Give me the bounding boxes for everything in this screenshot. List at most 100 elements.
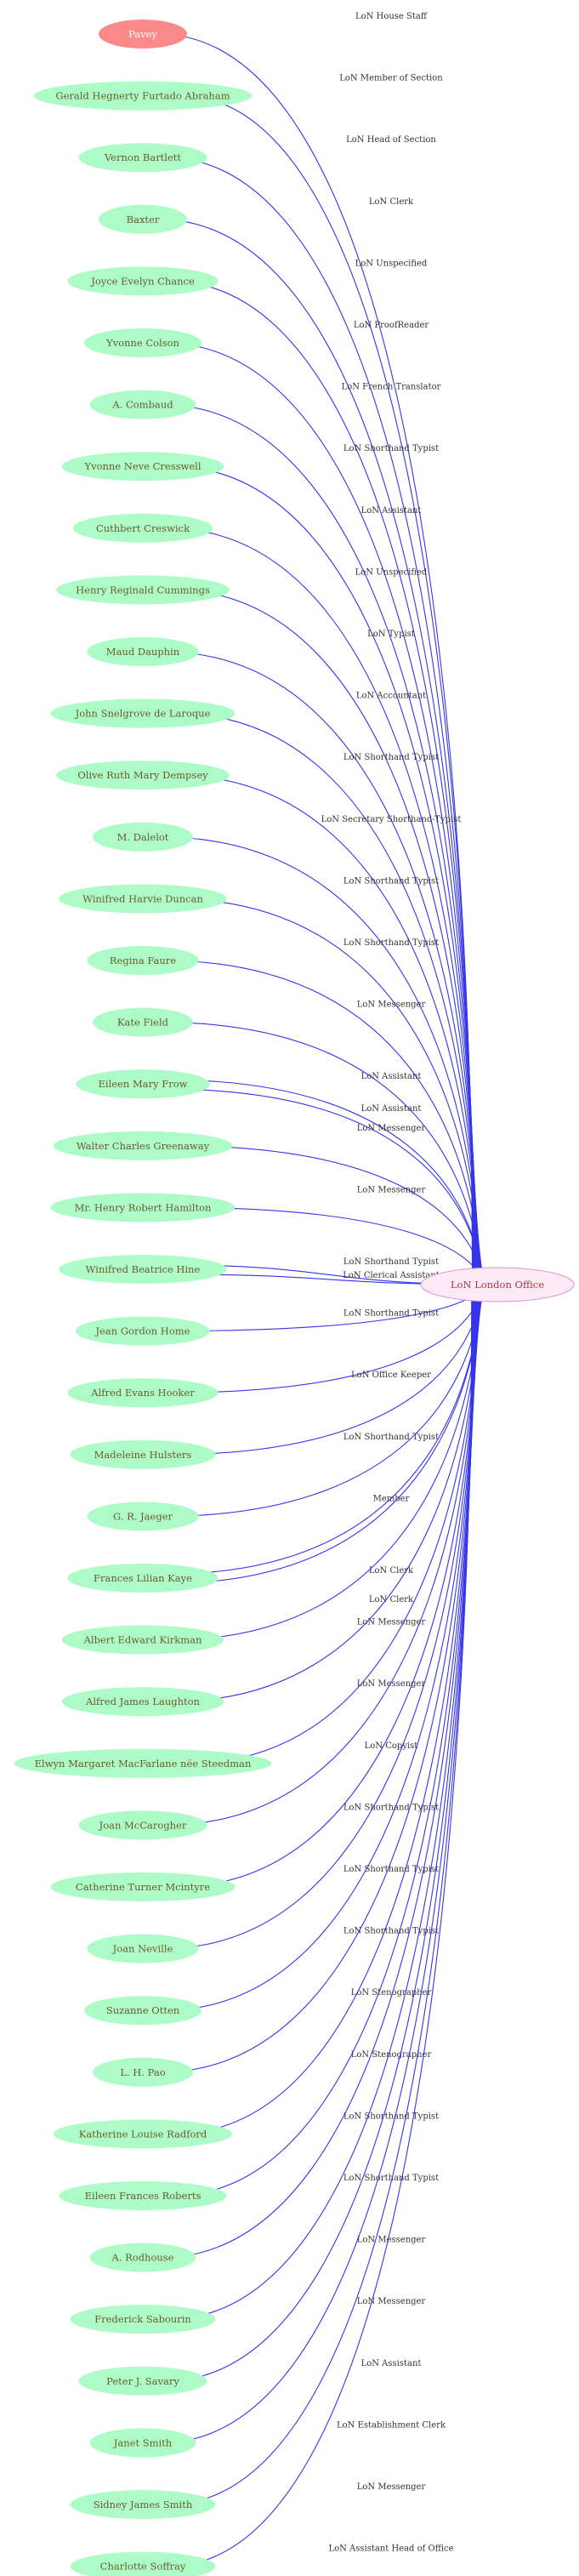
- edge-label-john-snelgrove-de-laroque: LoN Accountant: [356, 692, 426, 701]
- edge-henry-reginald-cummings: [173, 589, 482, 1280]
- node-label-maud-dauphin: Maud Dauphin: [106, 646, 180, 658]
- node-shape-pavey: [99, 20, 187, 48]
- node-label-eileen-mary-frow: Eileen Mary Frow: [99, 1078, 188, 1090]
- node-charlotte-soffray[interactable]: Charlotte Soffray: [70, 2551, 216, 2576]
- node-shape-cuthbert-creswick: [72, 513, 213, 543]
- node-label-joan-mccarogher: Joan McCarogher: [99, 1819, 187, 1831]
- node-alfred-evans-hooker[interactable]: Alfred Evans Hooker: [67, 1378, 219, 1408]
- node-label-john-snelgrove-de-laroque: John Snelgrove de Laroque: [75, 708, 211, 720]
- node-vernon-bartlett[interactable]: Vernon Bartlett: [78, 143, 207, 173]
- edge-sidney-james-smith: [167, 1293, 476, 2505]
- node-label-katherine-louise-radford: Katherine Louise Radford: [79, 2128, 207, 2140]
- node-janet-smith[interactable]: Janet Smith: [89, 2428, 196, 2458]
- node-regina-faure[interactable]: Regina Faure: [87, 946, 199, 975]
- node-eileen-frances-roberts[interactable]: Eileen Frances Roberts: [59, 2181, 227, 2210]
- node-label-yvonne-neve-cresswell: Yvonne Neve Cresswell: [83, 460, 201, 472]
- node-eileen-mary-frow[interactable]: Eileen Mary Frow: [76, 1069, 210, 1099]
- node-maud-dauphin[interactable]: Maud Dauphin: [87, 637, 199, 666]
- node-label-l-h-pao: L. H. Pao: [120, 2066, 165, 2078]
- node-shape-winifred-harvie-duncan: [59, 884, 227, 914]
- node-suzanne-otten[interactable]: Suzanne Otten: [84, 1996, 202, 2026]
- node-g-r-jaeger[interactable]: G. R. Jaeger: [87, 1502, 199, 1531]
- edge-label-kate-field: LoN Messenger: [357, 1000, 426, 1010]
- node-joan-mccarogher[interactable]: Joan McCarogher: [78, 1810, 207, 1840]
- node-a-rodhouse[interactable]: A. Rodhouse: [89, 2243, 196, 2272]
- node-mr-henry-robert-hamilton[interactable]: Mr. Henry Robert Hamilton: [50, 1193, 236, 1222]
- node-jean-gordon-home[interactable]: Jean Gordon Home: [76, 1316, 210, 1346]
- node-label-a-rodhouse: A. Rodhouse: [111, 2252, 173, 2264]
- node-shape-katherine-louise-radford: [53, 2119, 233, 2149]
- node-elwyn-margaret-macfarlane-n-e-steedman[interactable]: Elwyn Margaret MacFarlane née Steedman: [14, 1748, 272, 1778]
- edge-label-alfred-james-laughton: LoN Messenger: [357, 1679, 426, 1689]
- node-label-henry-reginald-cummings: Henry Reginald Cummings: [76, 584, 210, 596]
- node-shape-kate-field: [93, 1007, 193, 1037]
- node-sidney-james-smith[interactable]: Sidney James Smith: [70, 2490, 216, 2519]
- node-label-alfred-evans-hooker: Alfred Evans Hooker: [90, 1387, 195, 1399]
- node-label-vernon-bartlett: Vernon Bartlett: [104, 151, 181, 163]
- node-label-peter-j-savary: Peter J. Savary: [106, 2375, 179, 2387]
- node-a-combaud[interactable]: A. Combaud: [89, 390, 196, 419]
- node-catherine-turner-mcintyre[interactable]: Catherine Turner Mcintyre: [50, 1872, 236, 1901]
- node-frances-lilian-kaye[interactable]: Frances Lilian Kaye: [67, 1564, 219, 1593]
- node-pavey[interactable]: Pavey: [99, 20, 187, 48]
- node-albert-edward-kirkman[interactable]: Albert Edward Kirkman: [61, 1625, 224, 1655]
- node-shape-g-r-jaeger: [87, 1502, 199, 1531]
- edge-label-a-rodhouse: LoN Messenger: [357, 2236, 426, 2245]
- node-label-m-dalelot: M. Dalelot: [117, 831, 169, 843]
- node-gerald-hegnerty-furtado-abraham[interactable]: Gerald Hegnerty Furtado Abraham: [33, 81, 253, 111]
- node-shape-henry-reginald-cummings: [56, 575, 230, 605]
- node-label-mr-henry-robert-hamilton: Mr. Henry Robert Hamilton: [75, 1201, 212, 1213]
- node-frederick-sabourin[interactable]: Frederick Sabourin: [70, 2305, 216, 2334]
- node-label-joan-neville: Joan Neville: [112, 1943, 173, 1955]
- node-john-snelgrove-de-laroque[interactable]: John Snelgrove de Laroque: [50, 698, 236, 728]
- node-shape-peter-j-savary: [78, 2366, 207, 2396]
- edge-l-h-pao: [160, 1290, 480, 2073]
- node-label-regina-faure: Regina Faure: [110, 955, 176, 966]
- node-label-yvonne-colson: Yvonne Colson: [105, 337, 180, 349]
- node-cuthbert-creswick[interactable]: Cuthbert Creswick: [72, 513, 213, 543]
- edge-label-walter-charles-greenaway: LoN Messenger: [357, 1124, 426, 1133]
- node-shape-eileen-frances-roberts: [59, 2181, 227, 2210]
- node-katherine-louise-radford[interactable]: Katherine Louise Radford: [53, 2119, 233, 2149]
- node-yvonne-colson[interactable]: Yvonne Colson: [84, 328, 202, 357]
- node-henry-reginald-cummings[interactable]: Henry Reginald Cummings: [56, 575, 230, 605]
- node-label-albert-edward-kirkman: Albert Edward Kirkman: [83, 1634, 202, 1646]
- edge-eileen-mary-frow-1: [166, 1079, 487, 1284]
- edge-label-elwyn-margaret-macfarlane-n-e-steedman: LoN Copyist: [365, 1741, 418, 1751]
- target-node-label: LoN London Office: [451, 1279, 544, 1291]
- node-shape-baxter: [99, 204, 187, 234]
- node-joan-neville[interactable]: Joan Neville: [87, 1934, 199, 1963]
- node-l-h-pao[interactable]: L. H. Pao: [93, 2057, 193, 2087]
- edge-baxter: [158, 219, 478, 1277]
- node-joyce-evelyn-chance[interactable]: Joyce Evelyn Chance: [67, 266, 219, 296]
- edge-label-regina-faure: LoN Shorthand Typist: [343, 938, 439, 948]
- edge-elwyn-margaret-macfarlane-n-e-steedman: [187, 1287, 484, 1764]
- node-label-joyce-evelyn-chance: Joyce Evelyn Chance: [90, 275, 195, 287]
- edge-label-frances-lilian-kaye-2: LoN Clerk: [369, 1595, 414, 1604]
- node-yvonne-neve-cresswell[interactable]: Yvonne Neve Cresswell: [61, 452, 224, 482]
- node-label-charlotte-soffray: Charlotte Soffray: [100, 2561, 186, 2573]
- node-shape-olive-ruth-mary-dempsey: [56, 761, 230, 790]
- node-winifred-harvie-duncan[interactable]: Winifred Harvie Duncan: [59, 884, 227, 914]
- node-label-pavey: Pavey: [128, 28, 157, 40]
- node-peter-j-savary[interactable]: Peter J. Savary: [78, 2366, 207, 2396]
- node-alfred-james-laughton[interactable]: Alfred James Laughton: [61, 1687, 224, 1717]
- node-label-frederick-sabourin: Frederick Sabourin: [94, 2313, 191, 2325]
- node-baxter[interactable]: Baxter: [99, 204, 187, 234]
- node-shape-joan-mccarogher: [78, 1810, 207, 1840]
- node-m-dalelot[interactable]: M. Dalelot: [93, 822, 193, 852]
- node-shape-alfred-james-laughton: [61, 1687, 224, 1717]
- node-walter-charles-greenaway[interactable]: Walter Charles Greenaway: [53, 1131, 233, 1160]
- node-madeleine-hulsters[interactable]: Madeleine Hulsters: [70, 1439, 216, 1469]
- target-node[interactable]: LoN London Office: [420, 1267, 575, 1302]
- node-kate-field[interactable]: Kate Field: [93, 1007, 193, 1037]
- edge-eileen-frances-roberts: [172, 1291, 480, 2197]
- node-winifred-beatrice-hine[interactable]: Winifred Beatrice Hine: [59, 1255, 227, 1284]
- edge-frances-lilian-kaye-1: [169, 1285, 485, 1575]
- node-shape-regina-faure: [87, 946, 199, 975]
- node-olive-ruth-mary-dempsey[interactable]: Olive Ruth Mary Dempsey: [56, 761, 230, 790]
- node-shape-winifred-beatrice-hine: [59, 1255, 227, 1284]
